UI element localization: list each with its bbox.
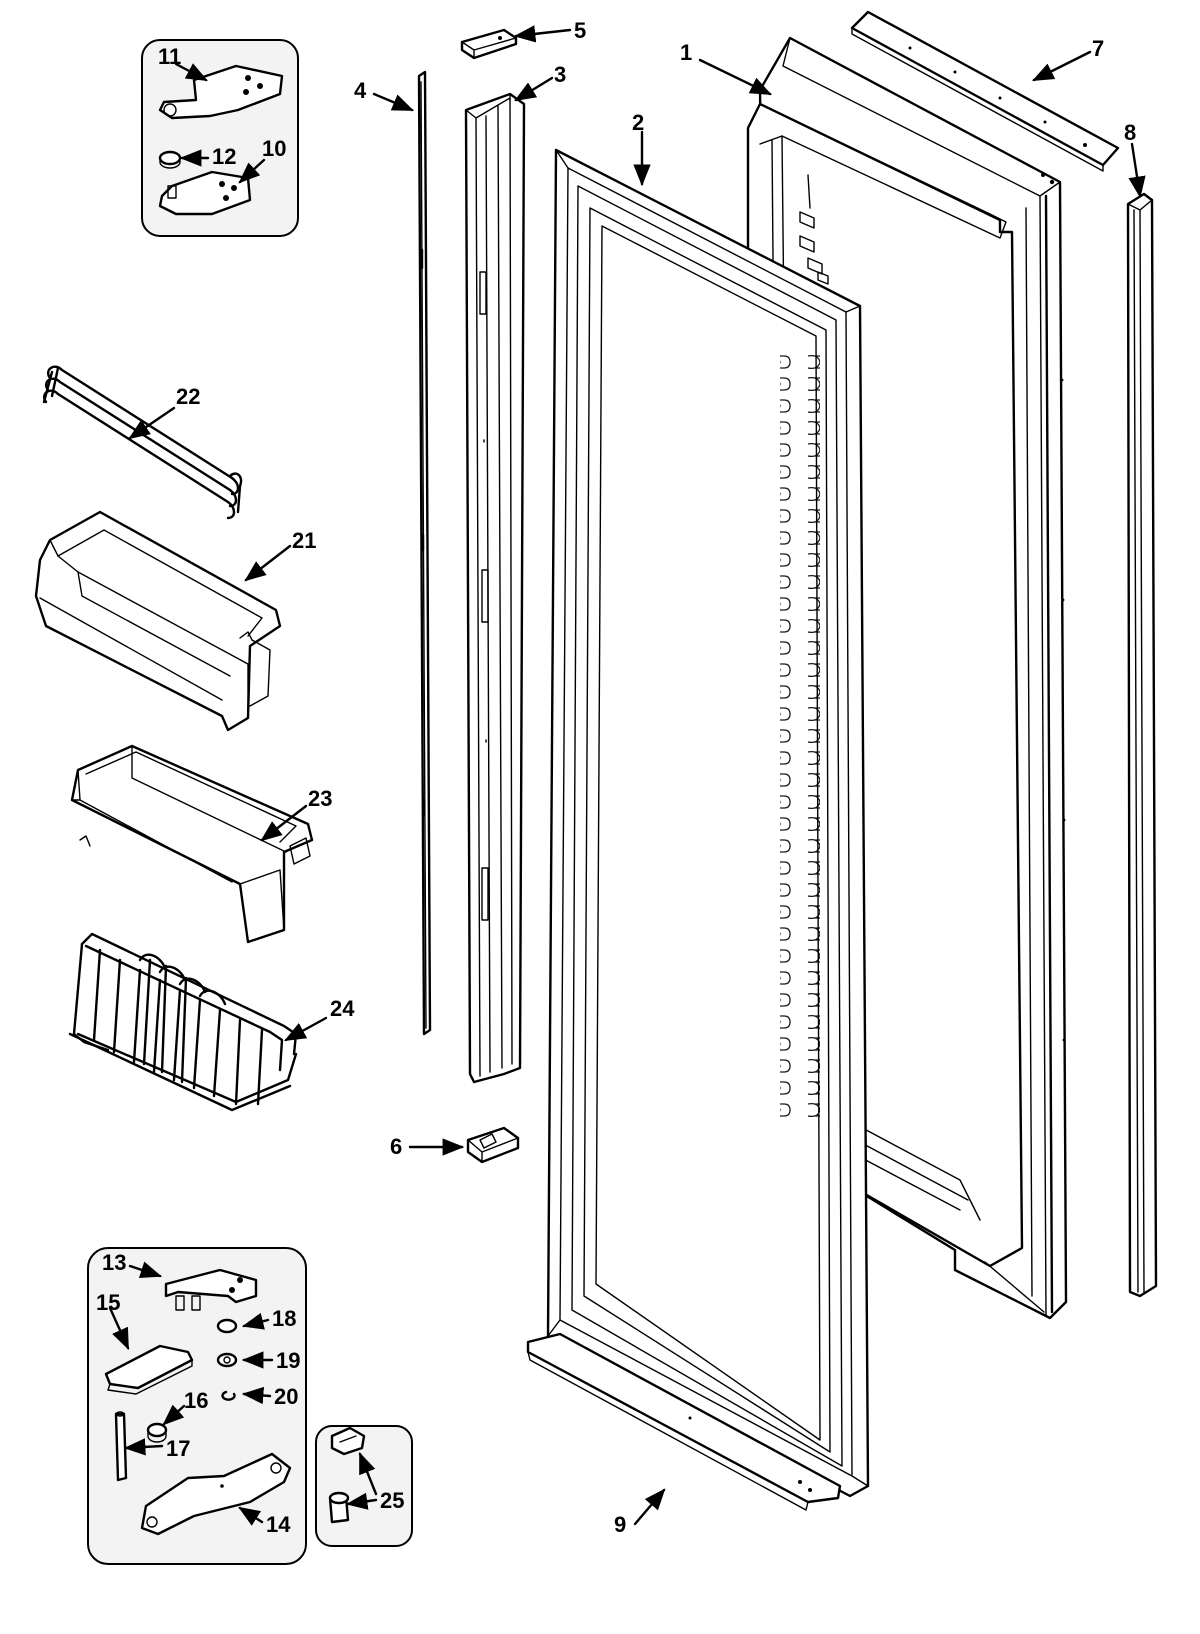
bottom-trim-strip	[526, 1332, 842, 1511]
bottom-cap	[466, 1126, 520, 1164]
part-label-2: 2	[632, 110, 644, 135]
part-label-15: 15	[96, 1290, 120, 1315]
hinge-kit-top-box	[141, 39, 299, 237]
leader-arrows	[108, 25, 1146, 1526]
top-cap	[460, 28, 518, 60]
door-gasket	[546, 148, 870, 1498]
part-label-12: 12	[212, 144, 236, 169]
part-label-17: 17	[166, 1436, 190, 1461]
part-label-18: 18	[272, 1306, 296, 1331]
part-label-20: 20	[274, 1384, 298, 1409]
thin-seal-strip	[417, 70, 432, 1036]
part-label-1: 1	[680, 40, 692, 65]
part-label-19: 19	[276, 1348, 300, 1373]
part-label-10: 10	[262, 136, 286, 161]
part-label-6: 6	[390, 1134, 402, 1159]
part-label-14: 14	[266, 1512, 291, 1537]
part-label-7: 7	[1092, 36, 1104, 61]
part-25-box	[315, 1425, 413, 1547]
part-label-5: 5	[574, 18, 586, 43]
part-label-25: 25	[380, 1488, 404, 1513]
part-label-4: 4	[354, 78, 367, 103]
right-side-strip	[1126, 192, 1158, 1298]
gasket-clip-pattern	[780, 348, 820, 1118]
part-label-9: 9	[614, 1512, 626, 1537]
top-trim-strip	[850, 10, 1120, 172]
part-label-22: 22	[176, 384, 200, 409]
part-label-21: 21	[292, 528, 316, 553]
part-label-23: 23	[308, 786, 332, 811]
part-label-8: 8	[1124, 120, 1136, 145]
part-label-16: 16	[184, 1388, 208, 1413]
wire-shelf-rail	[42, 365, 243, 520]
part-label-11: 11	[158, 44, 181, 69]
part-label-24: 24	[330, 996, 355, 1021]
shelf-hanger-tabs	[799, 211, 829, 285]
door-bin-small	[70, 744, 314, 944]
part-labels: 1 2 3 4 5 6 7 8 9 10 11 12 13 14 15 16 1…	[96, 18, 1136, 1537]
part-label-13: 13	[102, 1250, 126, 1275]
breaker-channel-strip	[464, 92, 526, 1084]
wire-basket	[68, 932, 298, 1112]
door-bin-large	[34, 510, 282, 732]
part-label-3: 3	[554, 62, 566, 87]
